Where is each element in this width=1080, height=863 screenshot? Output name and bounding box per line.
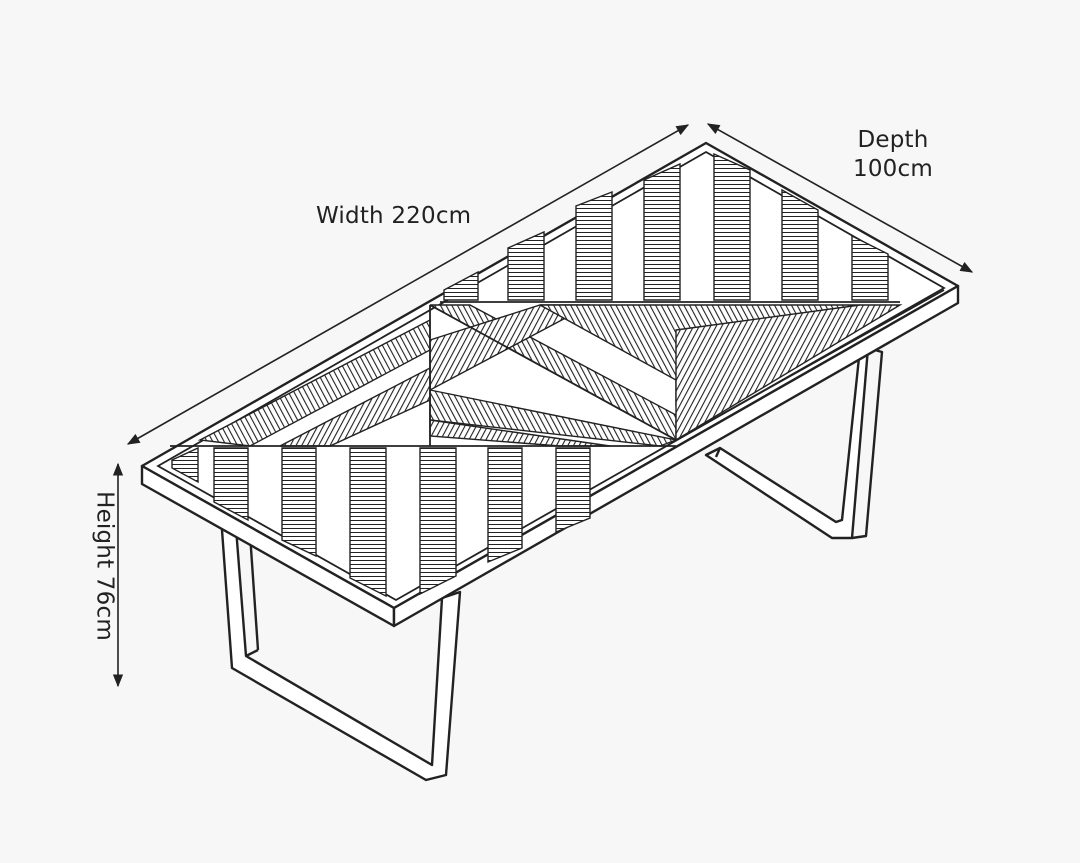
width-label: Width 220cm [316, 203, 472, 229]
table-top [140, 141, 960, 628]
dimension-lines [112, 123, 974, 688]
top-side-edge [392, 284, 960, 628]
height-label: Height 76cm [91, 491, 118, 641]
depth-label: Depth 100cm [838, 126, 948, 184]
back-leg [704, 346, 870, 540]
depth-label-title: Depth [857, 127, 929, 153]
front-leg [220, 526, 462, 782]
width-dimension-line [126, 124, 690, 445]
depth-label-value: 100cm [853, 155, 933, 182]
depth-dimension-line [706, 123, 974, 273]
